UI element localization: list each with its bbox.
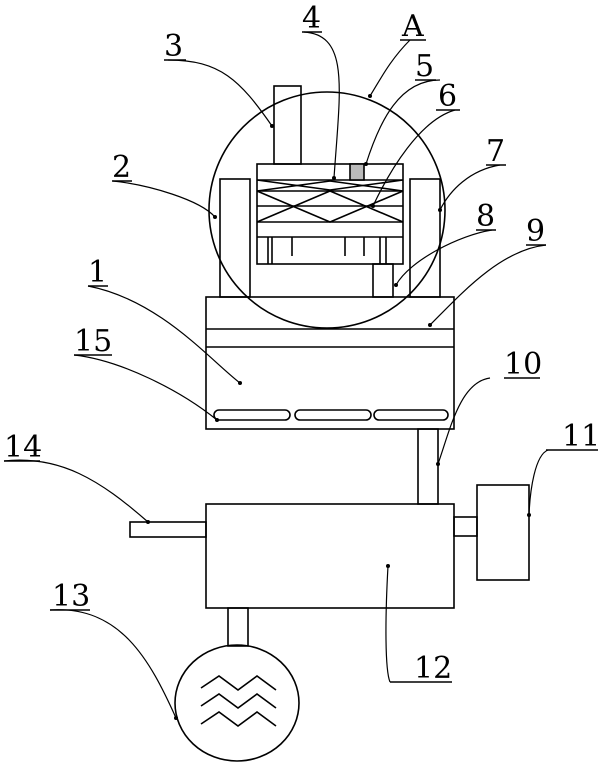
label-1: 1 bbox=[88, 255, 107, 290]
label-2: 2 bbox=[112, 150, 131, 185]
label-13: 13 bbox=[52, 579, 90, 614]
label-8: 8 bbox=[476, 199, 495, 234]
top-pipe bbox=[273, 85, 302, 165]
detail-circle-a bbox=[208, 91, 446, 329]
hatched-block bbox=[349, 163, 365, 181]
label-14: 14 bbox=[4, 430, 42, 465]
label-10: 10 bbox=[504, 347, 542, 382]
label-6: 6 bbox=[438, 79, 457, 114]
label-3: 3 bbox=[164, 29, 183, 64]
label-12: 12 bbox=[414, 651, 452, 686]
motor-shaft bbox=[453, 516, 478, 537]
main-tank bbox=[205, 296, 455, 430]
label-4: 4 bbox=[302, 1, 321, 36]
label-7: 7 bbox=[486, 134, 505, 169]
label-5: 5 bbox=[415, 49, 434, 84]
label-a: A bbox=[401, 9, 424, 44]
support-8 bbox=[372, 263, 394, 298]
leader-lines bbox=[3, 31, 549, 719]
heating-strips bbox=[213, 409, 449, 421]
label-15: 15 bbox=[74, 324, 112, 359]
winding-assembly bbox=[256, 163, 404, 265]
left-post bbox=[219, 178, 251, 298]
anchor-dots bbox=[146, 94, 531, 720]
pump-neck bbox=[227, 607, 249, 647]
right-post bbox=[409, 178, 441, 298]
label-underlines bbox=[4, 31, 598, 683]
lower-box bbox=[205, 503, 455, 609]
inlet-pipe bbox=[129, 521, 207, 538]
label-9: 9 bbox=[526, 214, 545, 249]
label-11: 11 bbox=[562, 419, 600, 454]
motor bbox=[476, 484, 530, 581]
connecting-pipe bbox=[417, 428, 439, 505]
pump bbox=[174, 644, 300, 762]
